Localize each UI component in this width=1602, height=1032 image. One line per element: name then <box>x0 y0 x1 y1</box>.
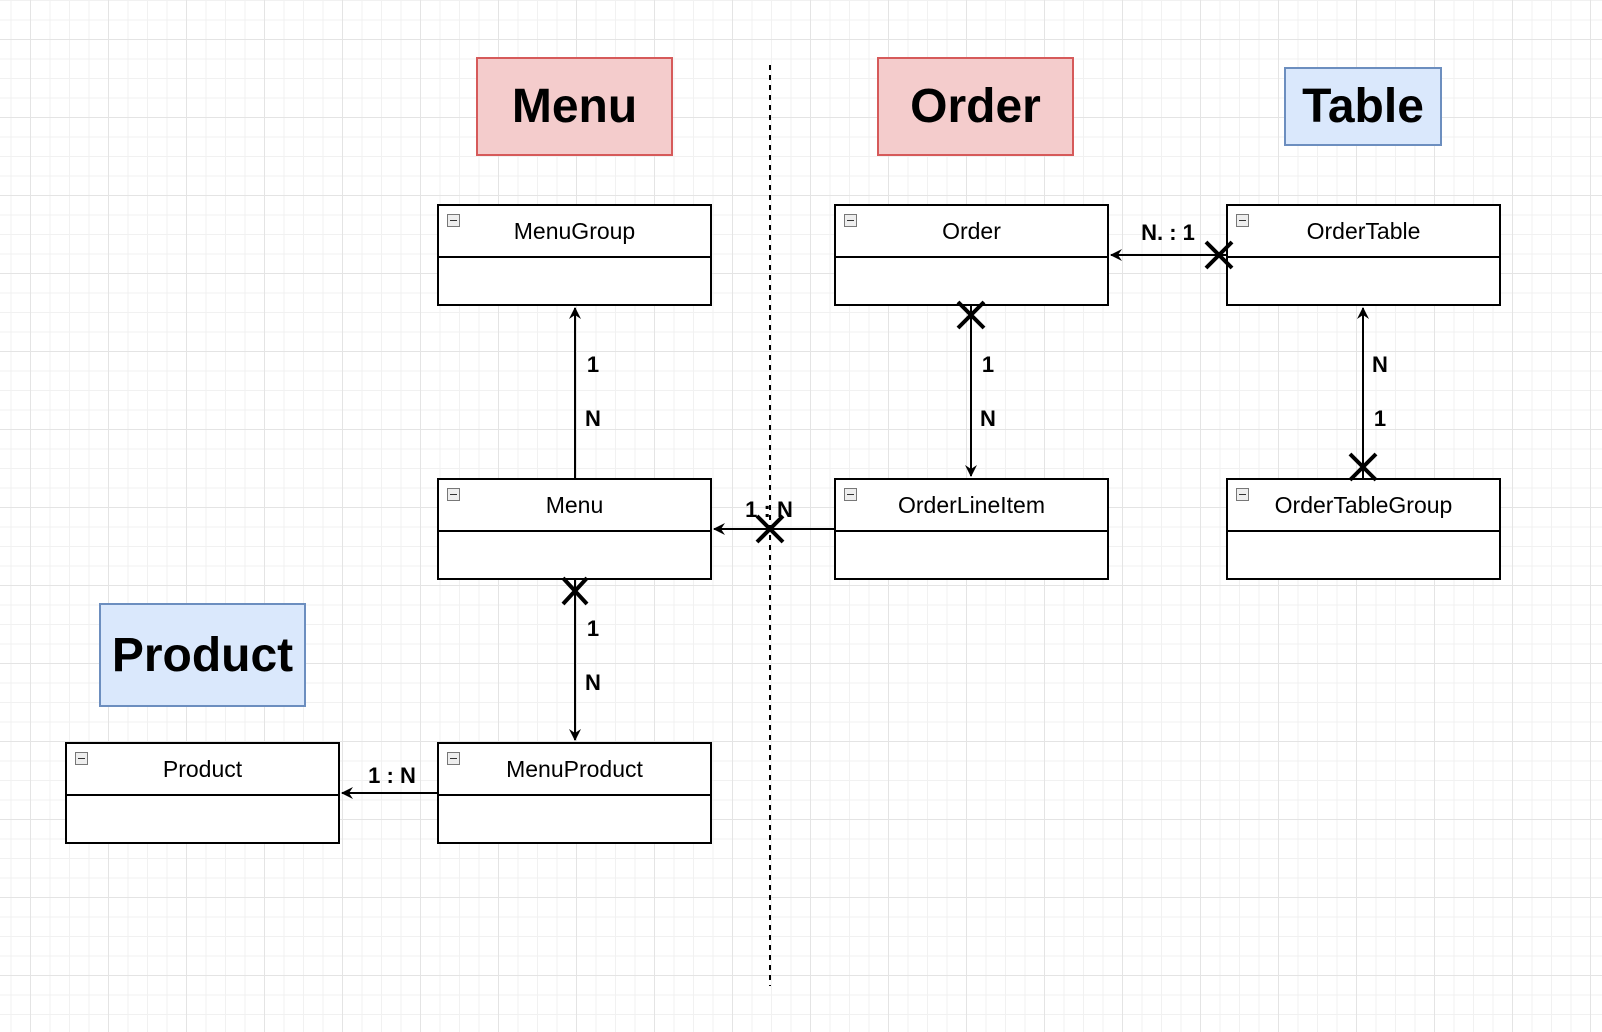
class-product[interactable]: Product <box>65 742 340 844</box>
multiplicity-label: 1 : N <box>745 497 793 522</box>
cross-marker-icon <box>1204 240 1234 270</box>
multiplicity-label: 1 <box>587 352 599 377</box>
collapse-icon[interactable] <box>1236 214 1249 227</box>
multiplicity-label: 1 <box>1374 406 1386 431</box>
multiplicity-label: N <box>980 406 996 431</box>
class-menu[interactable]: Menu <box>437 478 712 580</box>
multiplicity-label: 1 <box>587 616 599 641</box>
class-menu-group[interactable]: MenuGroup <box>437 204 712 306</box>
class-header: OrderLineItem <box>836 480 1107 532</box>
class-header: MenuProduct <box>439 744 710 796</box>
collapse-icon[interactable] <box>447 752 460 765</box>
class-header: OrderTable <box>1228 206 1499 258</box>
cross-marker-icon <box>956 300 986 330</box>
collapse-icon[interactable] <box>844 488 857 501</box>
collapse-icon[interactable] <box>447 488 460 501</box>
class-name: OrderLineItem <box>897 491 1045 518</box>
context-title-menu[interactable]: Menu <box>476 57 673 156</box>
multiplicity-label: N <box>1372 352 1388 377</box>
collapse-icon[interactable] <box>447 214 460 227</box>
cross-marker-icon <box>1348 452 1378 482</box>
context-title-table[interactable]: Table <box>1284 67 1442 146</box>
cross-marker-icon <box>755 514 785 544</box>
multiplicity-label: 1 : N <box>368 763 416 788</box>
class-header: MenuGroup <box>439 206 710 258</box>
class-header: OrderTableGroup <box>1228 480 1499 532</box>
class-order-line-item[interactable]: OrderLineItem <box>834 478 1109 580</box>
multiplicity-label: 1 <box>982 352 994 377</box>
class-name: Product <box>162 755 243 782</box>
multiplicity-label: N <box>585 670 601 695</box>
collapse-icon[interactable] <box>75 752 88 765</box>
class-order-table-group[interactable]: OrderTableGroup <box>1226 478 1501 580</box>
class-header: Order <box>836 206 1107 258</box>
class-order-table[interactable]: OrderTable <box>1226 204 1501 306</box>
multiplicity-label: N <box>585 406 601 431</box>
cross-marker-icon <box>561 576 589 606</box>
class-header: Menu <box>439 480 710 532</box>
class-name: OrderTableGroup <box>1274 491 1453 518</box>
class-header: Product <box>67 744 338 796</box>
class-name: MenuProduct <box>506 755 643 782</box>
context-title-order[interactable]: Order <box>877 57 1074 156</box>
multiplicity-label: N. : 1 <box>1141 220 1195 245</box>
class-name: MenuGroup <box>513 217 636 244</box>
context-title-product[interactable]: Product <box>99 603 306 707</box>
class-name: Menu <box>545 491 604 518</box>
collapse-icon[interactable] <box>1236 488 1249 501</box>
class-name: Order <box>942 217 1001 244</box>
class-menu-product[interactable]: MenuProduct <box>437 742 712 844</box>
class-name: OrderTable <box>1306 217 1421 244</box>
class-order[interactable]: Order <box>834 204 1109 306</box>
collapse-icon[interactable] <box>844 214 857 227</box>
